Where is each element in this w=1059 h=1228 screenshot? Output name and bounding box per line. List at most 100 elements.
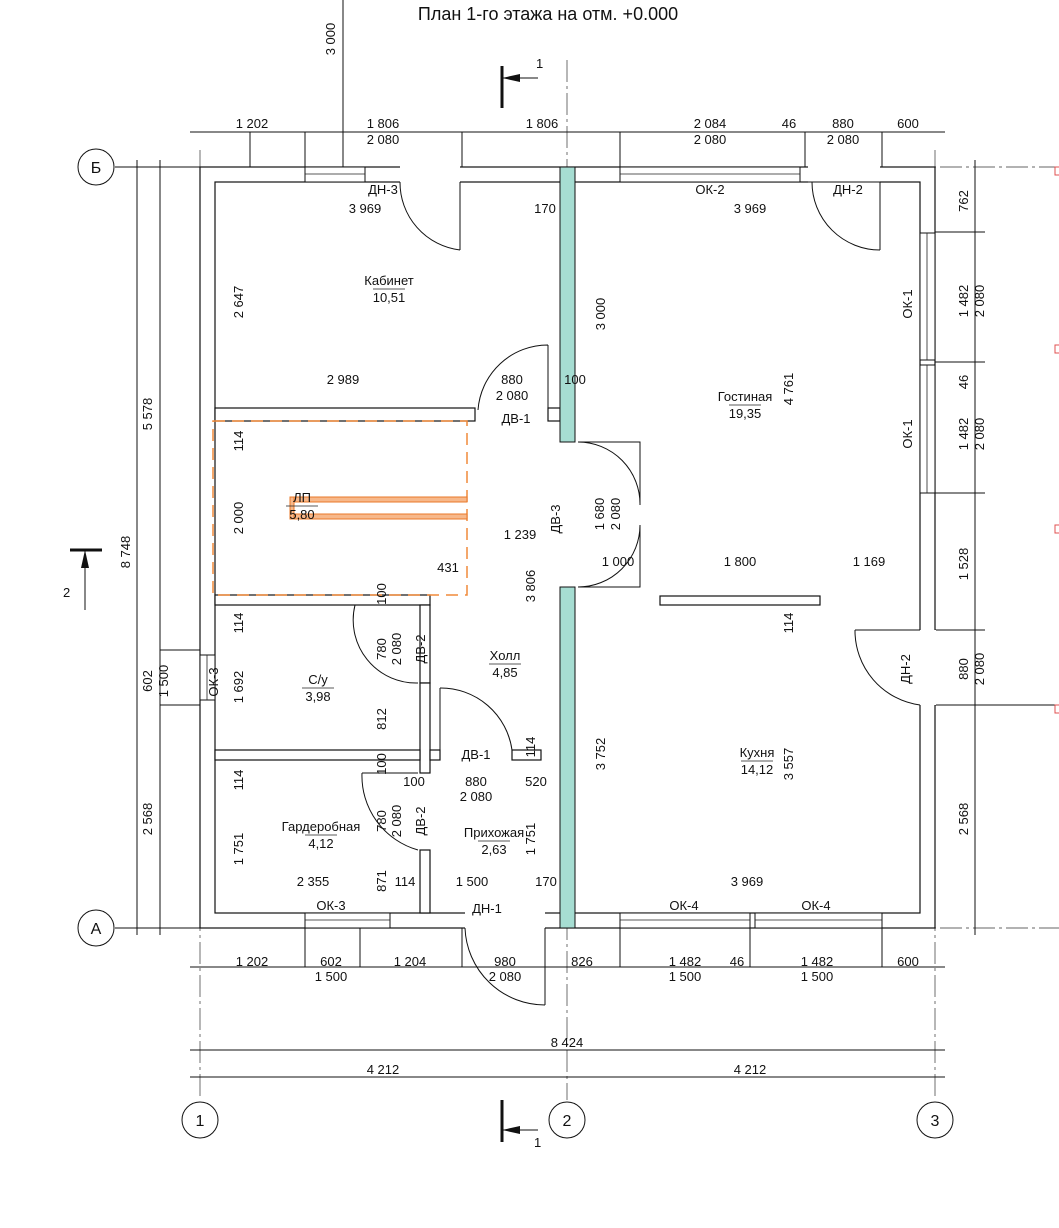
opening-mark: ДВ-3 (548, 504, 563, 533)
dimension-label: 100 (403, 774, 425, 789)
dimension-label: 1 800 (724, 554, 757, 569)
dimension-label: 1 806 (526, 116, 559, 131)
dimension-label: 2 080 (972, 653, 987, 686)
dimension-label: 880 (832, 116, 854, 131)
axis-label-3: 3 (931, 1113, 940, 1130)
dimension-label: 170 (534, 201, 556, 216)
opening-mark: ОК-4 (801, 898, 830, 913)
dimension-label: 3 969 (734, 201, 767, 216)
opening-mark: ОК-1 (900, 289, 915, 318)
dimension-label: 780 (374, 810, 389, 832)
section-marks: 1 1 2 (63, 56, 543, 1150)
section-1-top-label: 1 (536, 56, 543, 71)
dimension-label: 2 080 (972, 418, 987, 451)
room-area: 3,98 (305, 689, 330, 704)
dimension-label: 4 212 (367, 1062, 400, 1077)
section-1-bottom-label: 1 (534, 1135, 541, 1150)
dimension-label: 1 239 (504, 527, 537, 542)
dimension-label: 46 (782, 116, 796, 131)
axis-bubble-a (77, 909, 115, 947)
opening-mark: ОК-4 (669, 898, 698, 913)
dimension-label: 1 692 (231, 671, 246, 704)
room-name: Кабинет (364, 273, 413, 288)
opening-mark: ДВ-1 (461, 747, 490, 762)
dimension-label: 812 (374, 708, 389, 730)
dimension-label: 1 751 (231, 833, 246, 866)
dimension-label: 431 (437, 560, 459, 575)
partition-lower (559, 586, 576, 929)
room-area: 19,35 (729, 406, 762, 421)
dimension-label: 3 806 (523, 570, 538, 603)
room-name: С/у (308, 672, 328, 687)
dimension-label: 2 080 (496, 388, 529, 403)
dimension-label: 2 568 (140, 803, 155, 836)
opening-mark: ДВ-1 (501, 411, 530, 426)
dimension-label: 1 680 (592, 498, 607, 531)
dimension-label: 2 647 (231, 286, 246, 319)
section-2-label: 2 (63, 585, 70, 600)
dimension-label: 114 (231, 613, 246, 634)
dimension-label: 46 (956, 375, 971, 389)
dimension-label: 880 (465, 774, 487, 789)
dimension-label: 826 (571, 954, 593, 969)
dimension-label: 4 212 (734, 1062, 767, 1077)
dimension-label: 780 (374, 638, 389, 660)
stair-opening (212, 420, 468, 596)
dimension-label: 2 080 (389, 633, 404, 666)
axis-label-2: 2 (563, 1113, 572, 1130)
dimension-label: 1 482 (669, 954, 702, 969)
room-name: Холл (490, 648, 521, 663)
dimension-label: 880 (956, 658, 971, 680)
axis-bubble-3 (916, 1101, 954, 1139)
dimension-label: 2 080 (367, 132, 400, 147)
dimension-label: 2 080 (972, 285, 987, 318)
dimension-label: 114 (231, 770, 246, 791)
dimension-label: 1 204 (394, 954, 427, 969)
opening-mark: ДН-1 (472, 901, 502, 916)
dimension-label: 602 (140, 670, 155, 692)
dimension-label: 1 482 (956, 418, 971, 451)
room-name: Гардеробная (282, 819, 361, 834)
dimension-label: 8 748 (118, 536, 133, 569)
dimension-label: 3 969 (731, 874, 764, 889)
opening-mark: ОК-2 (695, 182, 724, 197)
dimension-label: 1 500 (156, 665, 171, 698)
opening-mark: ОК-3 (316, 898, 345, 913)
room-name: ЛП (293, 490, 311, 505)
dimension-label: 1 202 (236, 116, 269, 131)
dimension-label: 100 (564, 372, 586, 387)
dimension-label: 3 000 (323, 23, 338, 56)
dimension-label: 602 (320, 954, 342, 969)
opening-mark: ОК-1 (900, 419, 915, 448)
axis-bubble-1 (181, 1101, 219, 1139)
dimension-label: 1 169 (853, 554, 886, 569)
dimension-label: 2 080 (827, 132, 860, 147)
axis-label-b: Б (91, 160, 102, 177)
room-area: 14,12 (741, 762, 774, 777)
dimension-label: 1 528 (956, 548, 971, 581)
windows (199, 166, 936, 929)
dimension-label: 2 080 (608, 498, 623, 531)
dimension-label: 880 (501, 372, 523, 387)
room-area: 4,85 (492, 665, 517, 680)
dimension-label: 114 (781, 613, 796, 634)
opening-mark: ДВ-2 (413, 806, 428, 835)
dimension-label: 1 500 (456, 874, 489, 889)
axis-markers: Б А 1 2 3 (77, 148, 954, 1139)
room-area: 4,12 (308, 836, 333, 851)
dimension-label: 520 (525, 774, 547, 789)
opening-mark: ДВ-2 (413, 634, 428, 663)
dimension-label: 1 751 (523, 823, 538, 856)
interior-walls (214, 166, 821, 929)
partition-upper (559, 166, 576, 443)
dimension-label: 2 084 (694, 116, 727, 131)
dimension-label: 170 (535, 874, 557, 889)
axis-bubble-b (77, 148, 115, 186)
dimension-label: 2 355 (297, 874, 330, 889)
dimension-label: 3 557 (781, 748, 796, 781)
dimension-label: 1 806 (367, 116, 400, 131)
dimension-label: 100 (374, 753, 389, 775)
dimension-label: 1 500 (315, 969, 348, 984)
